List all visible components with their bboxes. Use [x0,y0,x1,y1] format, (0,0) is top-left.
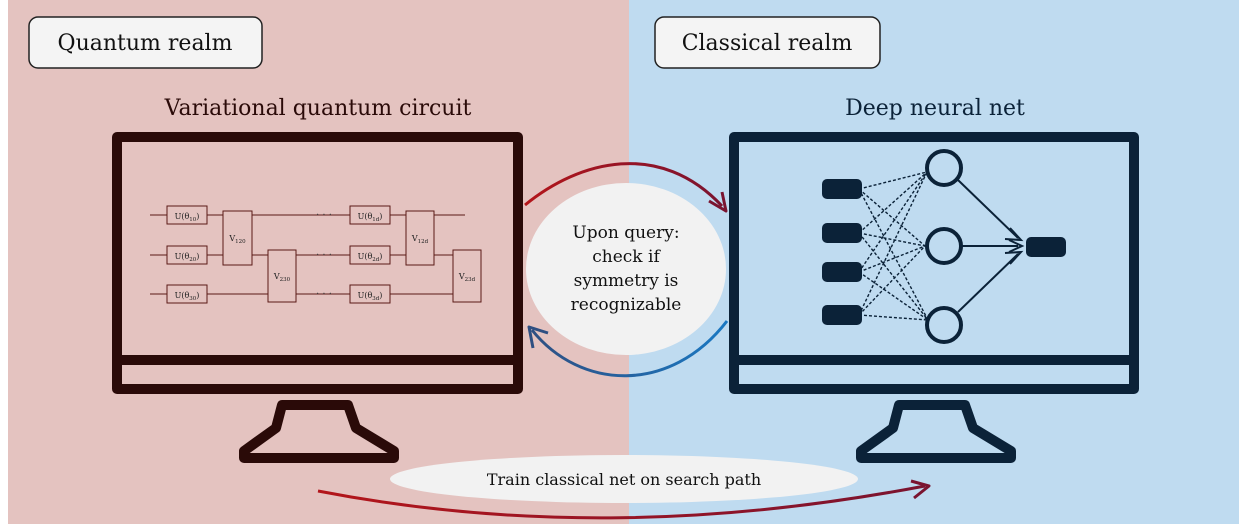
entangling-gate: V230 [267,249,297,303]
unitary-gate: U(θ3d) [349,284,391,304]
hidden-to-output-edges [957,179,1025,313]
input-node [822,262,862,282]
query-bubble: Upon query: check if symmetry is recogni… [526,183,726,355]
hidden-nodes [925,149,963,344]
unitary-gates: U(θ10) U(θ20) U(θ30) U(θ1d) U(θ2d) U(θ3d) [166,205,391,304]
input-node [822,179,862,199]
unitary-gate: U(θ2d) [349,245,391,265]
quantum-panel-background [8,0,629,524]
unitary-gate-label: U(θ20) [175,252,200,263]
train-arrow [317,479,931,520]
entangling-gate: V23d [452,249,482,303]
classical-realm-text: Classical realm [682,31,853,56]
unitary-gate-label: U(θ10) [175,212,200,223]
entangling-gate: V120 [222,210,253,266]
query-bubble-line: Upon query: [572,223,679,243]
circuit-ellipsis: · · · [316,250,332,261]
query-bubble-line: symmetry is [574,271,679,291]
unitary-gate-label: U(θ3d) [358,291,383,302]
circuit-ellipsis: · · · [316,289,332,300]
unitary-gate: U(θ1d) [349,205,391,225]
hidden-node [925,149,963,187]
quantum-monitor [112,132,523,463]
unitary-gate-label: U(θ1d) [358,212,383,223]
neural-net [822,149,1066,344]
quantum-realm-label: Quantum realm [28,16,263,69]
input-node [822,305,862,325]
train-bubble: Train classical net on search path [390,455,858,503]
response-arrow [527,320,729,378]
hidden-node [925,227,963,265]
hidden-node [925,306,963,344]
unitary-gate: U(θ20) [166,245,208,265]
output-node [1026,237,1066,257]
entangling-gate-label: V23d [458,272,476,283]
unitary-gate: U(θ30) [166,284,208,304]
quantum-realm-text: Quantum realm [58,31,233,56]
classical-monitor [729,132,1139,463]
input-node [822,223,862,243]
input-nodes [822,179,862,325]
unitary-gate: U(θ10) [166,205,208,225]
unitary-gate-label: U(θ2d) [358,252,383,263]
input-to-hidden-edges [858,171,929,321]
query-bubble-line: check if [592,247,661,267]
classical-realm-label: Classical realm [654,16,881,69]
entangling-gate-label: V12d [411,234,429,245]
entangling-gate: V12d [405,210,435,266]
circuit-ellipsis: · · · [316,210,332,221]
train-bubble-text: Train classical net on search path [487,470,761,489]
circuit-ellipses: · · · · · · · · · [316,210,332,300]
quantum-screen-title: Variational quantum circuit [164,96,472,121]
classical-screen-title: Deep neural net [845,96,1025,121]
entangling-gate-label: V230 [273,272,291,283]
entangling-gate-label: V120 [228,234,246,245]
query-arrow [524,162,728,213]
unitary-gate-label: U(θ30) [175,291,200,302]
query-bubble-line: recognizable [571,295,682,315]
